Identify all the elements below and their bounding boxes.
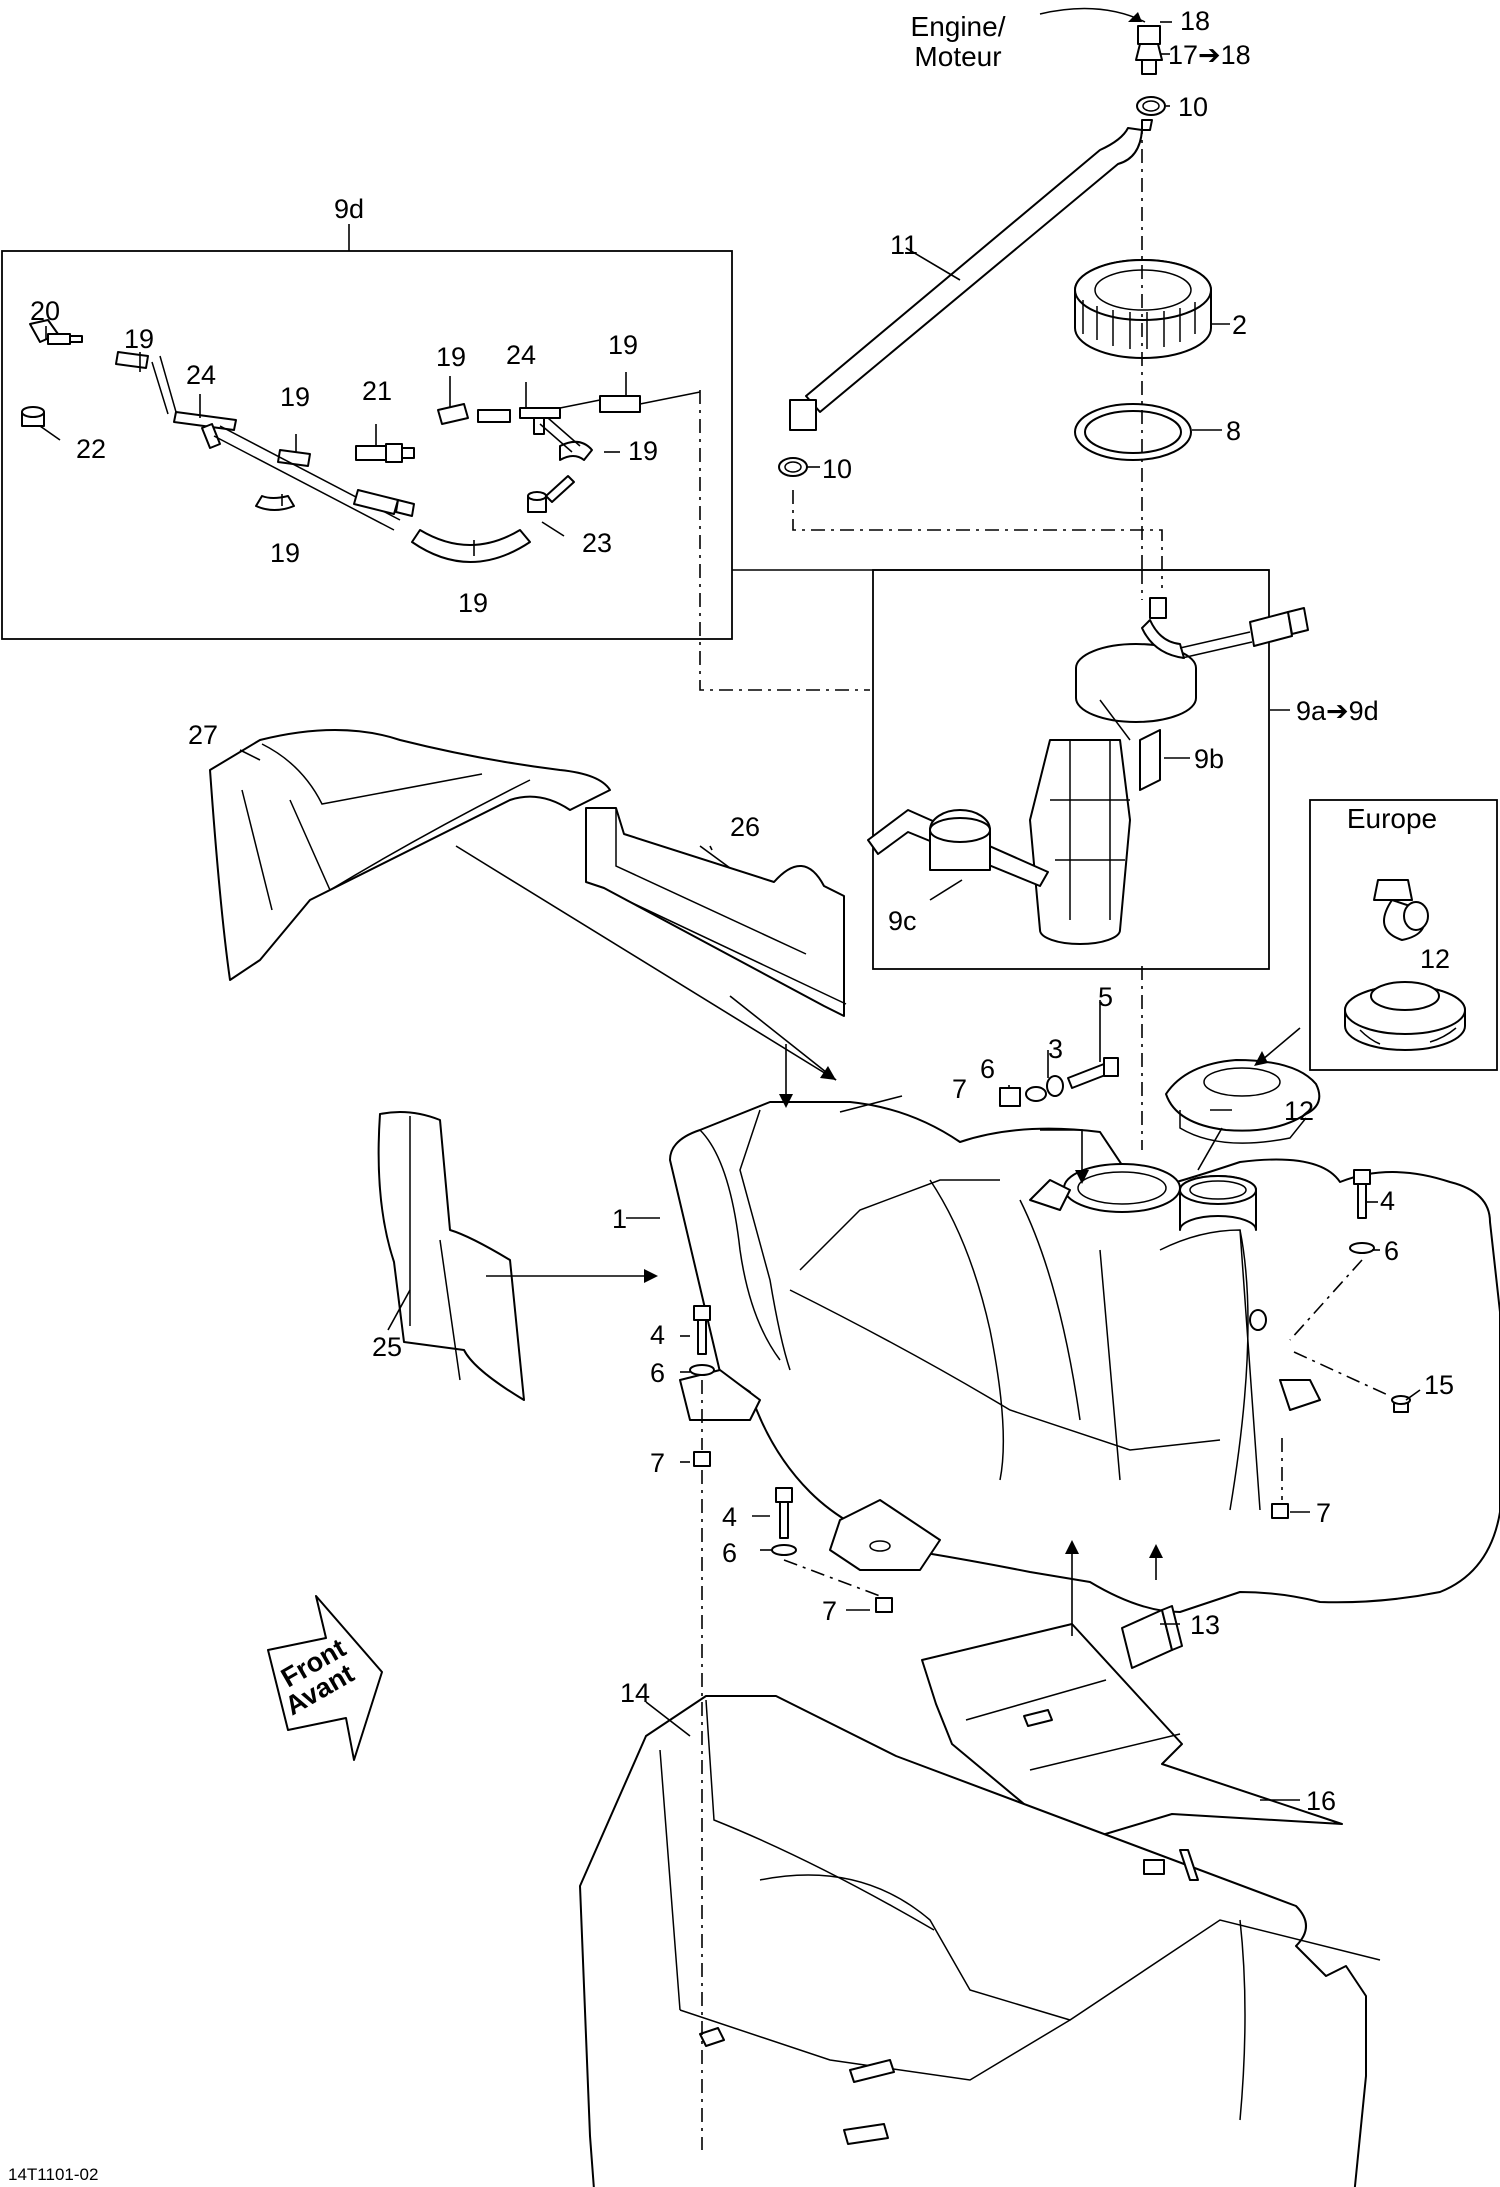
callout-7a: 7: [952, 1074, 967, 1104]
callout-12b: 12: [1420, 944, 1450, 974]
callout-1: 1: [612, 1204, 627, 1234]
callout-2: 2: [1232, 310, 1247, 340]
callout-19d: 19: [608, 330, 638, 360]
callout-19a: 19: [124, 324, 154, 354]
clamp-10-lower: [778, 457, 808, 477]
fasteners: [689, 1057, 1411, 1613]
callout-11: 11: [890, 230, 918, 260]
callout-19e: 19: [628, 436, 658, 466]
callout-20: 20: [30, 296, 60, 326]
clamp-10-top: [1136, 96, 1166, 116]
callout-9a-9d: 9a➔9d: [1296, 696, 1379, 726]
callout-24a: 24: [186, 360, 216, 390]
callout-9c: 9c: [888, 906, 917, 936]
callout-9b: 9b: [1194, 744, 1224, 774]
callout-15: 15: [1424, 1370, 1454, 1400]
callout-27: 27: [188, 720, 218, 750]
fuel-pump-module-frame: [732, 569, 1309, 970]
heat-shield-27: [209, 729, 611, 981]
callout-6b: 6: [1384, 1236, 1399, 1266]
lock-ring-2: [1074, 259, 1212, 359]
drawing-code: 14T1101-02: [8, 2165, 98, 2184]
engine-label: Engine/: [911, 11, 1006, 42]
heat-shield-26: [585, 807, 847, 1017]
callout-9d: 9d: [334, 194, 364, 224]
callout-3: 3: [1048, 1034, 1063, 1064]
callout-24b: 24: [506, 340, 536, 370]
pad-13: [1121, 1605, 1183, 1669]
callout-4a: 4: [1380, 1186, 1395, 1216]
callout-6d: 6: [722, 1538, 737, 1568]
hose-kit-9d-frame: [1, 224, 733, 640]
callout-7b: 7: [1316, 1498, 1331, 1528]
front-direction-arrow: Front Avant: [267, 1595, 383, 1761]
gasket-8: [1074, 403, 1192, 461]
callout-7d: 7: [822, 1596, 837, 1626]
callout-4c: 4: [722, 1502, 737, 1532]
assembly-lines: [39, 12, 1421, 2150]
callout-7c: 7: [650, 1448, 665, 1478]
callout-18: 18: [1180, 6, 1210, 36]
europe-label: Europe: [1347, 803, 1437, 834]
callout-8: 8: [1226, 416, 1241, 446]
callout-19f: 19: [270, 538, 300, 568]
callout-25: 25: [372, 1332, 402, 1362]
callout-23: 23: [582, 528, 612, 558]
fuel-tank-1: [669, 1101, 1500, 1613]
callout-19b: 19: [280, 382, 310, 412]
callout-6c: 6: [650, 1358, 665, 1388]
callout-4b: 4: [650, 1320, 665, 1350]
callout-19g: 19: [458, 588, 488, 618]
callout-13: 13: [1190, 1610, 1220, 1640]
callout-6a: 6: [980, 1054, 995, 1084]
skid-plate-14: [579, 1695, 1381, 2187]
engine-connector: [1039, 7, 1163, 75]
callout-19c: 19: [436, 342, 466, 372]
callout-22: 22: [76, 434, 106, 464]
pad-16: [921, 1623, 1343, 1845]
callout-5: 5: [1098, 982, 1113, 1012]
callout-10-top: 10: [1178, 92, 1208, 122]
callout-14: 14: [620, 1678, 650, 1708]
fuel-hose-11: [789, 119, 1153, 431]
heat-shield-25: [377, 1111, 525, 1401]
callout-12a: 12: [1284, 1096, 1314, 1126]
callout-16: 16: [1306, 1786, 1336, 1816]
europe-cap-frame: [1309, 799, 1498, 1071]
callout-17-18: 17➔18: [1168, 40, 1251, 70]
labels: Engine/ Moteur Europe 14T1101-02 18 17➔1…: [8, 6, 1454, 2184]
callout-26: 26: [730, 812, 760, 842]
moteur-label: Moteur: [914, 41, 1001, 72]
callout-10-lower: 10: [822, 454, 852, 484]
callout-21: 21: [362, 376, 392, 406]
